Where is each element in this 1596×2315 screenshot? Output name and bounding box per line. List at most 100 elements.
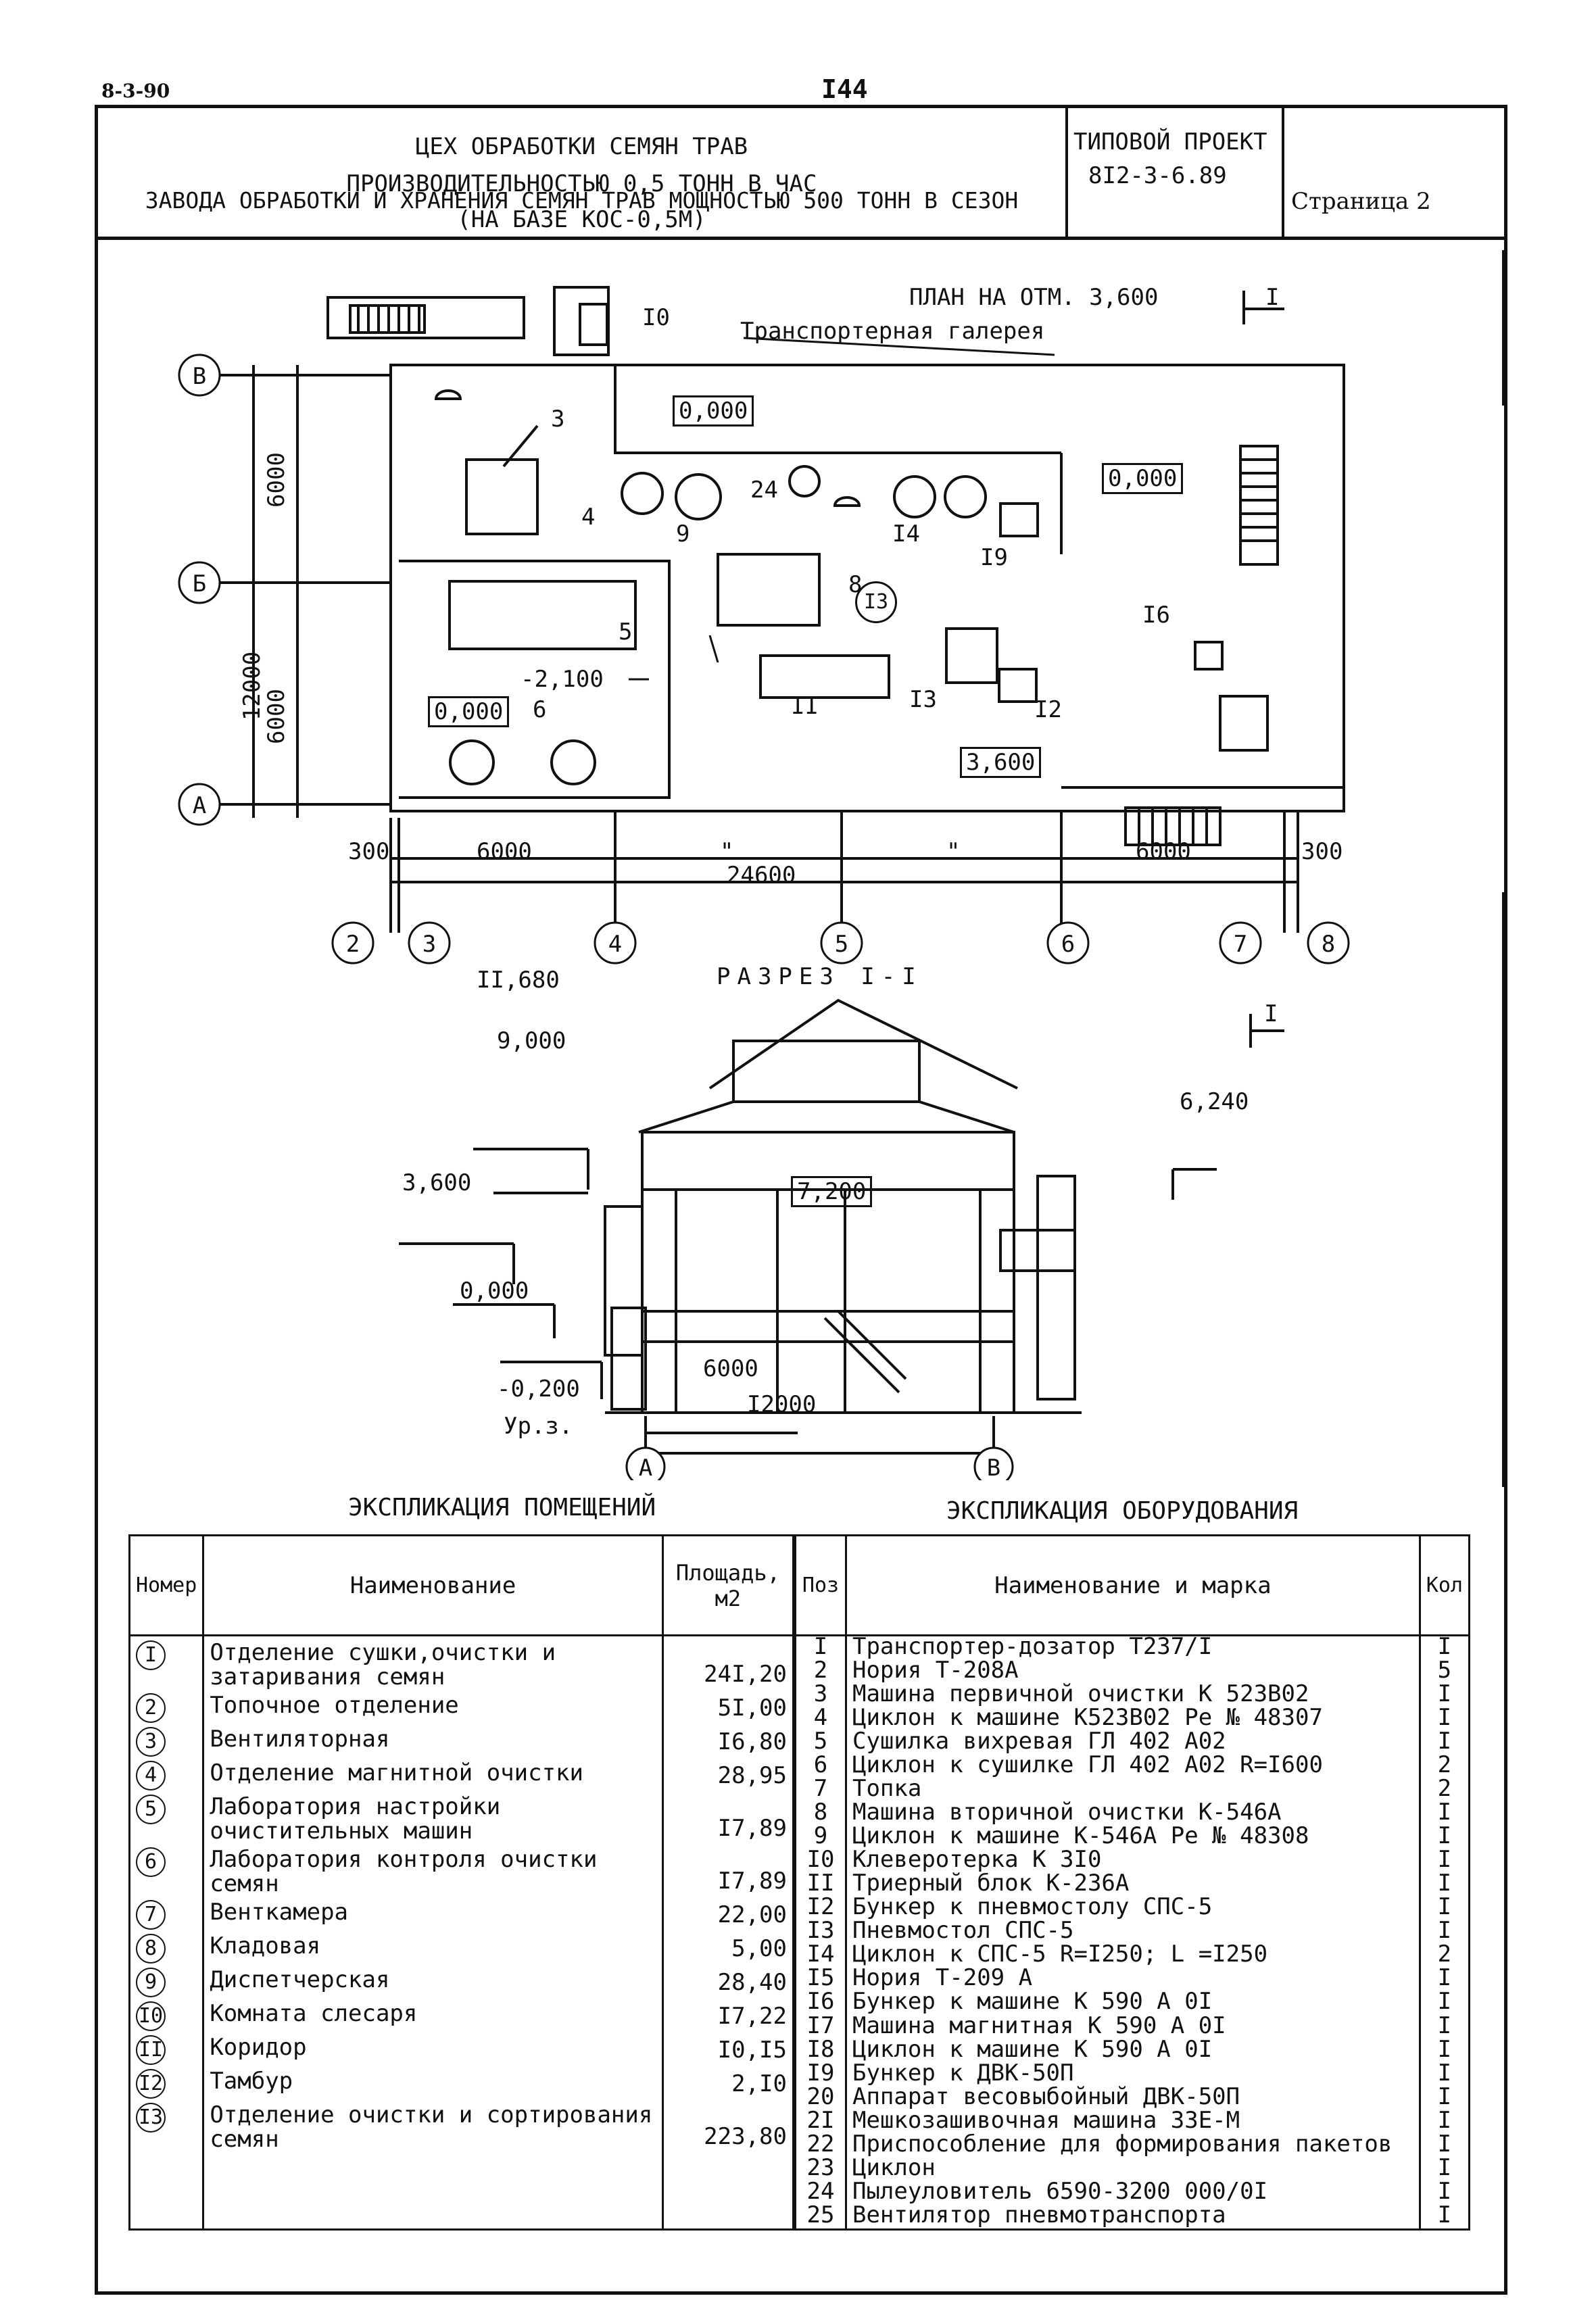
equipment-name: Машина вторичной очистки К-546А bbox=[844, 1801, 1421, 1826]
section-level-0000: 0,000 bbox=[460, 1277, 529, 1305]
plan-outline bbox=[389, 364, 1345, 812]
equipment-name: Пылеуловитель 6590-3200 000/0I bbox=[844, 2180, 1421, 2205]
room-number-circle: 6 bbox=[136, 1847, 166, 1877]
level-minus-2100: -2,100 bbox=[521, 666, 604, 693]
title-block: ЦЕХ ОБРАБОТКИ СЕМЯН ТРАВ ПРОИЗВОДИТЕЛЬНО… bbox=[95, 105, 1507, 240]
dim-bottom-6000-right: 6000 bbox=[1136, 838, 1191, 865]
axis-col-3: 3 bbox=[422, 931, 437, 958]
equipment-name: Циклон bbox=[844, 2156, 1421, 2181]
project-code: 8I2-3-6.89 bbox=[1088, 162, 1227, 189]
title-block-project: ТИПОВОЙ ПРОЕКТ 8I2-3-6.89 bbox=[1068, 108, 1284, 237]
equipment-pos: 2 bbox=[794, 1659, 847, 1684]
room-number: 6 bbox=[128, 1843, 205, 1896]
axis-row-b: Б bbox=[192, 570, 207, 598]
title-line-3: ЗАВОДА ОБРАБОТКИ И ХРАНЕНИЯ СЕМЯН ТРАВ М… bbox=[145, 187, 1019, 214]
equipment-pos: I9 bbox=[794, 2062, 847, 2087]
room-area: I6,80 bbox=[661, 1723, 795, 1757]
filler-cell bbox=[661, 2151, 795, 2230]
equipment-name: Вентилятор пневмотранспорта bbox=[844, 2203, 1421, 2230]
section-axis-a: А bbox=[638, 1455, 653, 1482]
filler-cell bbox=[202, 2151, 664, 2230]
dim-total-24600: 24600 bbox=[727, 862, 796, 889]
room-area: 28,40 bbox=[661, 1964, 795, 1997]
equipment-name: Топка bbox=[844, 1777, 1421, 1803]
equipment-table-header: Поз Наименование и марка Кол bbox=[794, 1534, 1471, 1636]
equipment-name: Машина магнитная К 590 А 0I bbox=[844, 2014, 1421, 2039]
room-area: I7,22 bbox=[661, 1997, 795, 2031]
axis-col-6: 6 bbox=[1061, 931, 1075, 958]
equipment-pos: 4 bbox=[794, 1706, 847, 1732]
section-level-11680: II,680 bbox=[477, 967, 560, 994]
equipment-qty: I bbox=[1418, 1990, 1471, 2016]
plan-axis-bubbles bbox=[178, 354, 1350, 965]
equipment-pos: II bbox=[794, 1872, 847, 1897]
room-name: Лаборатория контроля очистки семян bbox=[202, 1843, 664, 1896]
room-name: Коридор bbox=[202, 2031, 664, 2065]
room-number: 4 bbox=[128, 1757, 205, 1790]
margin-mark-bottom bbox=[1502, 892, 1505, 1487]
equipment-qty: 2 bbox=[1418, 1943, 1471, 1968]
equipment-pos: 25 bbox=[794, 2203, 847, 2230]
section-title: РАЗРЕЗ I-I bbox=[717, 963, 923, 990]
equipment-qty: I bbox=[1418, 1801, 1471, 1826]
equipment-qty: I bbox=[1418, 2062, 1471, 2087]
room-name: Тамбур bbox=[202, 2065, 664, 2099]
equipment-name: Бункер к пневмостолу СПС-5 bbox=[844, 1895, 1421, 1921]
col-number: Номер bbox=[128, 1534, 205, 1636]
equipment-pos: 8 bbox=[794, 1801, 847, 1826]
section-level-3600: 3,600 bbox=[402, 1169, 472, 1196]
equipment-name: Циклон к машине К523В02 Ре № 48307 bbox=[844, 1706, 1421, 1732]
axis-row-v: В bbox=[192, 363, 207, 390]
equipment-qty: I bbox=[1418, 2085, 1471, 2110]
equipment-name: Триерный блок К-236А bbox=[844, 1872, 1421, 1897]
room-number-circle: 2 bbox=[136, 1693, 166, 1723]
rooms-table-header: Номер Наименование Площадь, м2 bbox=[128, 1534, 795, 1636]
equipment-qty: 2 bbox=[1418, 1753, 1471, 1779]
title-block-page: Страница 2 bbox=[1284, 108, 1504, 237]
equipment-qty: I bbox=[1418, 1635, 1471, 1661]
section-axis-a-bubble bbox=[625, 1446, 666, 1480]
room-name: Топочное отделение bbox=[202, 1689, 664, 1723]
title-line-4: (НА БАЗЕ КОС-0,5М) bbox=[457, 206, 706, 233]
page-label: Страница 2 bbox=[1291, 188, 1431, 215]
dim-left-6000-top: 6000 bbox=[262, 452, 290, 508]
equipment-pos: I8 bbox=[794, 2038, 847, 2063]
equipment-name: Нория Т-208А bbox=[844, 1659, 1421, 1684]
equipment-pos: I4 bbox=[794, 1943, 847, 1968]
page-number: I44 bbox=[821, 74, 868, 104]
equipment-qty: I bbox=[1418, 1682, 1471, 1708]
equipment-pos: 7 bbox=[794, 1777, 847, 1803]
plan-label-19: I9 bbox=[980, 544, 1008, 571]
dim-bottom-ditto-2: " bbox=[946, 838, 961, 865]
room-mark-13: I3 bbox=[855, 581, 897, 623]
level-box-3600: 3,600 bbox=[960, 747, 1042, 778]
room-number-circle: I0 bbox=[136, 2001, 166, 2031]
equipment-qty: I bbox=[1418, 2109, 1471, 2134]
room-number-circle: I3 bbox=[136, 2103, 166, 2133]
rooms-table-caption: ЭКСПЛИКАЦИЯ ПОМЕЩЕНИЙ bbox=[348, 1494, 656, 1521]
equipment-name: Мешкозашивочная машина 33Е-М bbox=[844, 2109, 1421, 2134]
plan-title: ПЛАН НА ОТМ. 3,600 bbox=[909, 284, 1159, 311]
equipment-pos: I5 bbox=[794, 1966, 847, 1992]
filler-cell bbox=[128, 2151, 205, 2230]
dim-bottom-6000-left: 6000 bbox=[477, 838, 532, 865]
plan-label-16: I6 bbox=[1142, 602, 1170, 629]
section-level-6240: 6,240 bbox=[1180, 1088, 1249, 1115]
room-area: 28,95 bbox=[661, 1757, 795, 1790]
dim-left-12000: 12000 bbox=[239, 651, 266, 721]
